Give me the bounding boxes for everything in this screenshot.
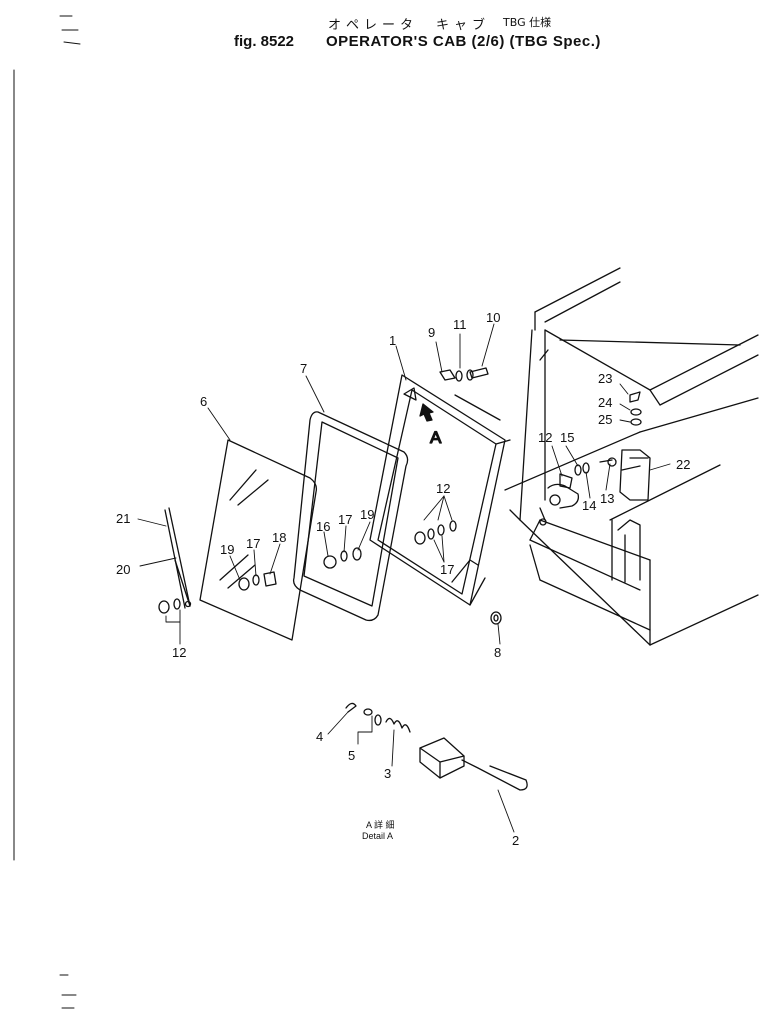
callout-2: 2 [512,833,519,848]
window-seal [292,411,409,622]
detail-caption-jp: A 詳 細 [366,819,395,830]
window-glass [199,439,318,641]
figure-number: fig. 8522 [234,33,295,50]
callout-7: 7 [300,361,307,376]
hinge-bracket [619,449,651,501]
wiper-arm [164,507,192,609]
detail-marker-label: A [430,428,442,447]
callout-11: 11 [453,317,467,332]
detail-a-latch [345,702,528,791]
callout-20: 20 [116,562,130,577]
japanese-title: オペレータ キャブ [328,18,491,33]
detail-arrow-icon [419,403,434,422]
scan-margin-marks [13,15,81,1009]
callout-19-seal: 19 [360,507,374,522]
leader-lines [137,323,671,833]
callout-23: 23 [598,371,612,386]
callout-12-latch: 12 [538,430,552,445]
callout-24: 24 [598,395,612,410]
callout-13: 13 [600,491,614,506]
latch-assembly [539,457,617,526]
japanese-spec-label: TBG 仕様 [503,16,552,29]
callout-21: 21 [116,511,130,526]
callout-labels: 1 9 11 10 7 6 23 24 25 12 15 22 13 14 12… [116,310,690,848]
callout-17-glass: 17 [246,536,260,551]
callout-12-wiper: 12 [172,645,186,660]
callout-3: 3 [384,766,391,781]
callout-25: 25 [598,412,612,427]
figure-title: OPERATOR'S CAB (2/6) (TBG Spec.) [326,33,601,50]
callout-17-seal: 17 [338,512,352,527]
callout-19-glass: 19 [220,542,234,557]
callout-4: 4 [316,729,323,744]
callout-8: 8 [494,645,501,660]
callout-15: 15 [560,430,574,445]
callout-17-frame: 17 [440,562,454,577]
callout-12-frame: 12 [436,481,450,496]
callout-5: 5 [348,748,355,763]
callout-14: 14 [582,498,596,513]
callout-18: 18 [272,530,286,545]
callout-22: 22 [676,457,690,472]
callout-16: 16 [316,519,330,534]
callout-10: 10 [486,310,500,325]
callout-1: 1 [389,333,396,348]
callout-6: 6 [200,394,207,409]
cab-body [504,267,759,646]
door-frame [369,374,511,606]
callout-9: 9 [428,325,435,340]
detail-caption-en: Detail A [362,831,393,841]
